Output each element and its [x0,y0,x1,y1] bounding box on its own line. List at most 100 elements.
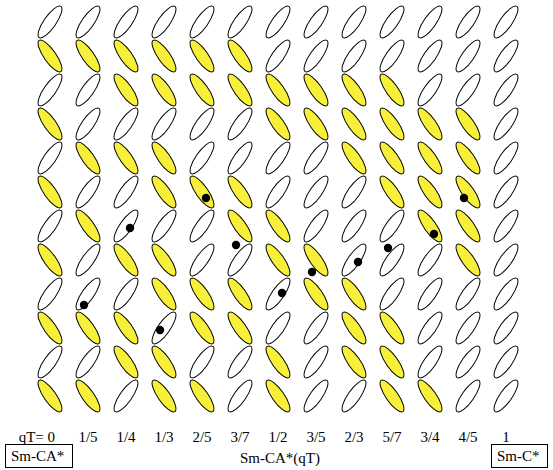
molecule-ellipse [72,105,104,143]
molecule-ellipse [148,105,180,143]
molecule-ellipse [490,275,522,313]
molecule-ellipse [110,241,142,279]
molecule-ellipse [338,71,370,109]
molecule-ellipse [338,377,370,415]
molecule-ellipse [300,139,332,177]
molecule-ellipse [34,71,66,109]
molecule-ellipse [186,173,218,211]
qt-value: 3/7 [230,428,249,446]
molecule-ellipse [262,241,294,279]
molecule-ellipse [186,37,218,75]
molecule-ellipse [262,71,294,109]
molecule-ellipse [72,37,104,75]
molecule-ellipse [452,377,484,415]
molecule-ellipse [452,173,484,211]
period-dot [232,241,240,249]
qt-value: 1/3 [154,428,173,446]
molecule-ellipse [414,377,446,415]
molecule-ellipse [376,105,408,143]
molecule-ellipse [72,3,104,41]
qt-value: 1/4 [116,428,135,446]
molecule-ellipse [414,105,446,143]
phase-name: Sm-C* [497,447,542,465]
molecule-ellipse [110,71,142,109]
molecule-ellipse [72,241,104,279]
period-dot [430,230,438,238]
molecule-ellipse [300,343,332,381]
molecule-ellipse [338,139,370,177]
molecule-ellipse [110,3,142,41]
molecule-ellipse [72,275,104,313]
molecule-ellipse [224,139,256,177]
period-dot [80,301,88,309]
molecule-ellipse [376,309,408,347]
molecule-ellipse [338,37,370,75]
molecule-ellipse [414,207,446,245]
molecule-ellipse [376,71,408,109]
molecule-ellipse [34,173,66,211]
molecule-ellipse [490,241,522,279]
molecule-ellipse [148,173,180,211]
period-dot [308,268,316,276]
layer-column [148,3,180,415]
molecule-ellipse [72,71,104,109]
qt-value: 3/4 [420,428,439,446]
molecule-ellipse [414,3,446,41]
molecule-ellipse [110,37,142,75]
molecule-ellipse [186,309,218,347]
molecule-ellipse [452,71,484,109]
molecule-ellipse [376,173,408,211]
molecule-ellipse [262,173,294,211]
molecule-ellipse [490,37,522,75]
molecule-ellipse [148,377,180,415]
molecule-ellipse [186,241,218,279]
molecule-ellipse [452,241,484,279]
molecule-ellipse [490,207,522,245]
period-dot [384,244,392,252]
period-dot [126,224,134,232]
molecule-ellipse [148,309,180,347]
qt-value: 2/5 [192,428,211,446]
phase-name: Sm-CA*(qT) [240,449,320,467]
molecule-ellipse [224,377,256,415]
molecule-ellipse [148,3,180,41]
molecule-ellipse [148,139,180,177]
molecule-ellipse [224,207,256,245]
molecule-ellipse [300,71,332,109]
molecule-ellipse [110,377,142,415]
molecule-ellipse [110,105,142,143]
molecule-ellipse [262,275,294,313]
phase-box: Sm-C* [491,444,548,468]
molecule-ellipse [262,3,294,41]
phase-name: Sm-CA* [11,447,67,465]
molecule-ellipse [490,309,522,347]
molecule-ellipse [338,241,370,279]
molecule-ellipse [224,105,256,143]
layer-column [452,3,484,415]
molecule-ellipse [376,343,408,381]
layer-column [414,3,446,415]
molecule-ellipse [376,139,408,177]
molecule-ellipse [224,241,256,279]
qt-value: 3/5 [306,428,325,446]
molecule-ellipse [110,207,142,245]
molecule-ellipse [376,377,408,415]
molecule-ellipse [262,105,294,143]
molecule-ellipse [224,275,256,313]
molecule-ellipse [338,3,370,41]
molecule-ellipse [452,3,484,41]
molecule-ellipse [338,275,370,313]
molecule-ellipse [72,139,104,177]
molecule-ellipse [490,343,522,381]
molecule-ellipse [490,105,522,143]
molecule-ellipse [300,173,332,211]
period-dot [202,194,210,202]
molecule-ellipse [262,343,294,381]
molecule-ellipse [34,105,66,143]
molecule-ellipse [414,309,446,347]
molecule-ellipse [490,139,522,177]
molecule-ellipse [34,37,66,75]
molecule-ellipse [376,37,408,75]
molecule-ellipse [300,3,332,41]
molecule-ellipse [262,207,294,245]
